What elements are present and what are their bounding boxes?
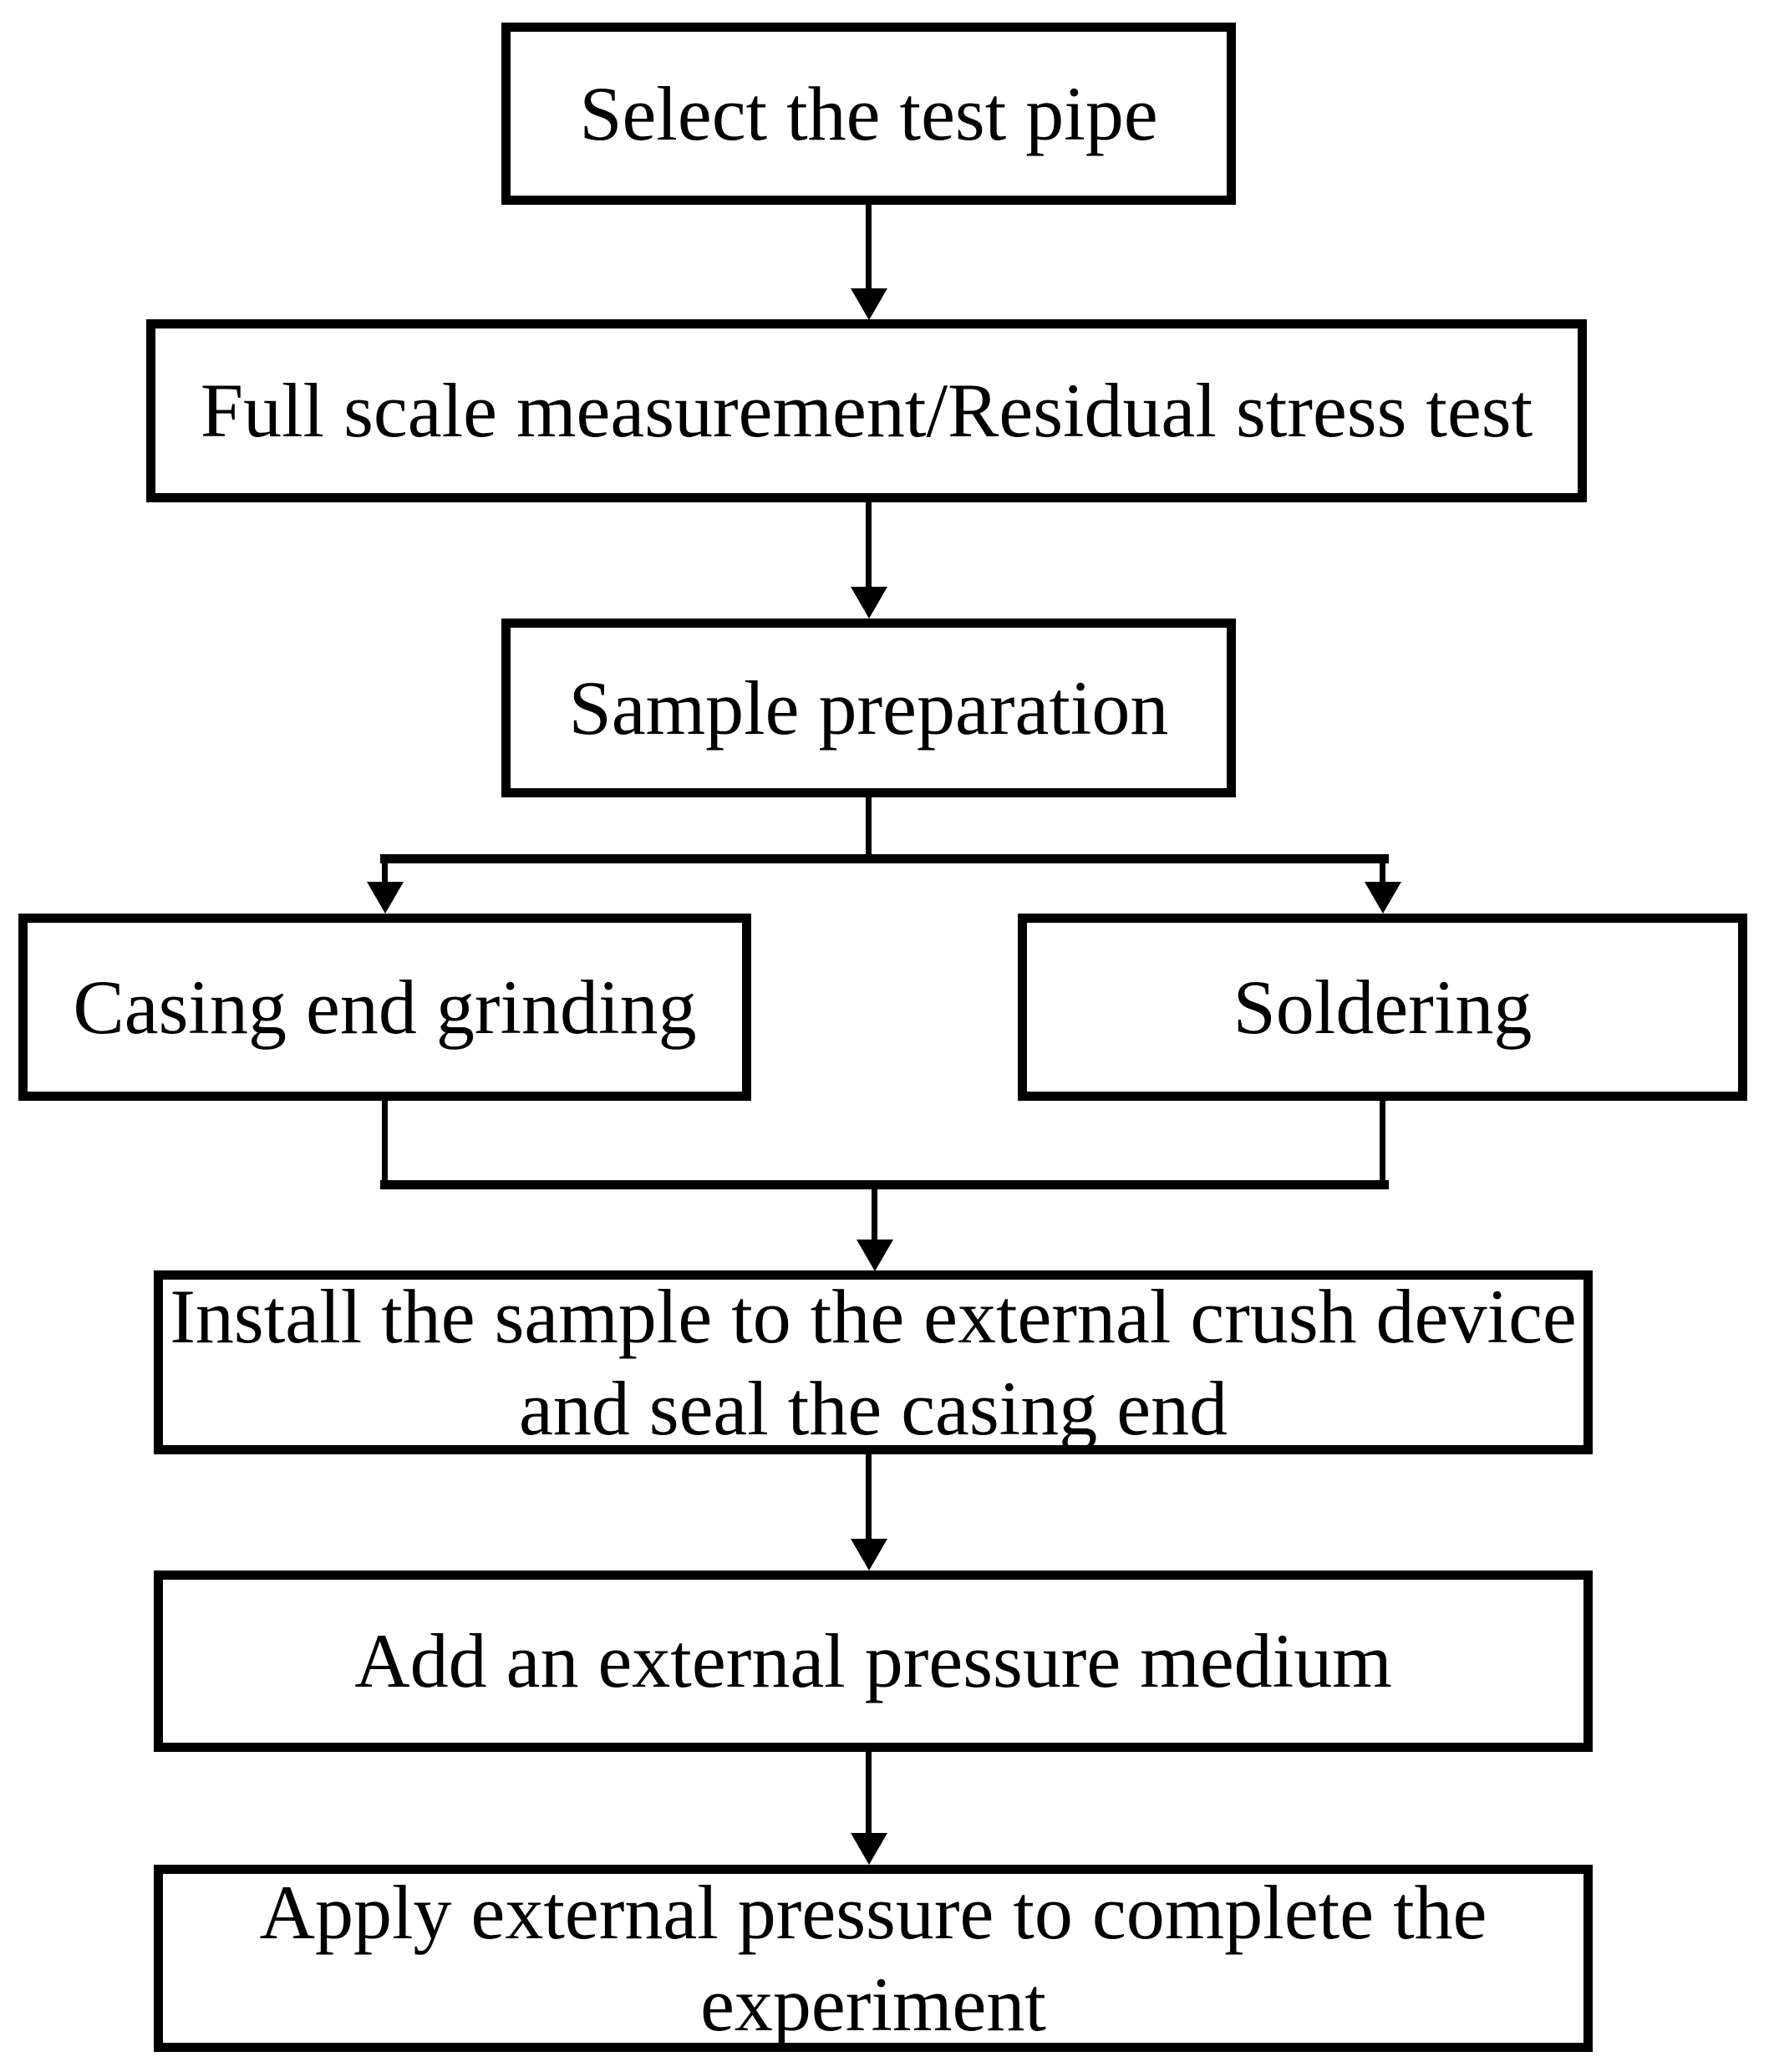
arrow-stem-branch-to-grinding xyxy=(382,863,388,883)
branch-line xyxy=(380,854,1389,863)
flowchart-node-soldering: Soldering xyxy=(1018,914,1747,1101)
arrow-head-icon-install-to-medium xyxy=(851,1539,887,1571)
node-label-install-sample: Install the sample to the external crush… xyxy=(170,1273,1577,1451)
node-label-sample-preparation: Sample preparation xyxy=(568,664,1169,751)
node-label-casing-end-grinding: Casing end grinding xyxy=(73,964,697,1050)
arrow-stem-medium-to-apply xyxy=(866,1752,872,1833)
flowchart-node-full-scale-measurement: Full scale measurement/Residual stress t… xyxy=(146,319,1587,502)
node-label-full-scale-measurement: Full scale measurement/Residual stress t… xyxy=(200,368,1533,454)
arrow-stem-install-to-medium xyxy=(866,1454,872,1539)
merge-line xyxy=(380,1180,1389,1189)
arrow-stem-branch-to-soldering xyxy=(1380,863,1385,883)
flowchart-node-select-test-pipe: Select the test pipe xyxy=(501,23,1236,205)
flowchart-node-install-sample: Install the sample to the external crush… xyxy=(154,1270,1593,1454)
arrow-head-icon-medium-to-apply xyxy=(851,1833,887,1865)
branch-stem-sample xyxy=(866,797,872,863)
arrow-head-icon-branch-to-soldering xyxy=(1365,882,1401,914)
arrow-head-icon-branch-to-grinding xyxy=(367,882,404,914)
flowchart-node-sample-preparation: Sample preparation xyxy=(501,619,1236,797)
arrow-head-icon-measure-to-sample xyxy=(851,587,887,619)
arrow-head-icon-merge-to-install xyxy=(857,1240,893,1271)
arrow-stem-measure-to-sample xyxy=(866,502,872,587)
node-label-select-test-pipe: Select the test pipe xyxy=(579,70,1158,156)
flowchart-node-casing-end-grinding: Casing end grinding xyxy=(18,914,751,1101)
arrow-stem-merge-to-install xyxy=(872,1189,877,1240)
merge-stem-soldering xyxy=(1380,1101,1385,1189)
arrow-stem-select-to-measure xyxy=(866,205,872,288)
node-label-add-pressure-medium: Add an external pressure medium xyxy=(354,1618,1392,1704)
flowchart-node-add-pressure-medium: Add an external pressure medium xyxy=(154,1571,1593,1752)
node-label-apply-external-pressure: Apply external pressure to complete the … xyxy=(259,1869,1487,2047)
node-label-soldering: Soldering xyxy=(1233,964,1533,1050)
flowchart-node-apply-external-pressure: Apply external pressure to complete the … xyxy=(154,1865,1593,2052)
arrow-head-icon-select-to-measure xyxy=(851,288,887,320)
merge-stem-grinding xyxy=(382,1101,388,1189)
